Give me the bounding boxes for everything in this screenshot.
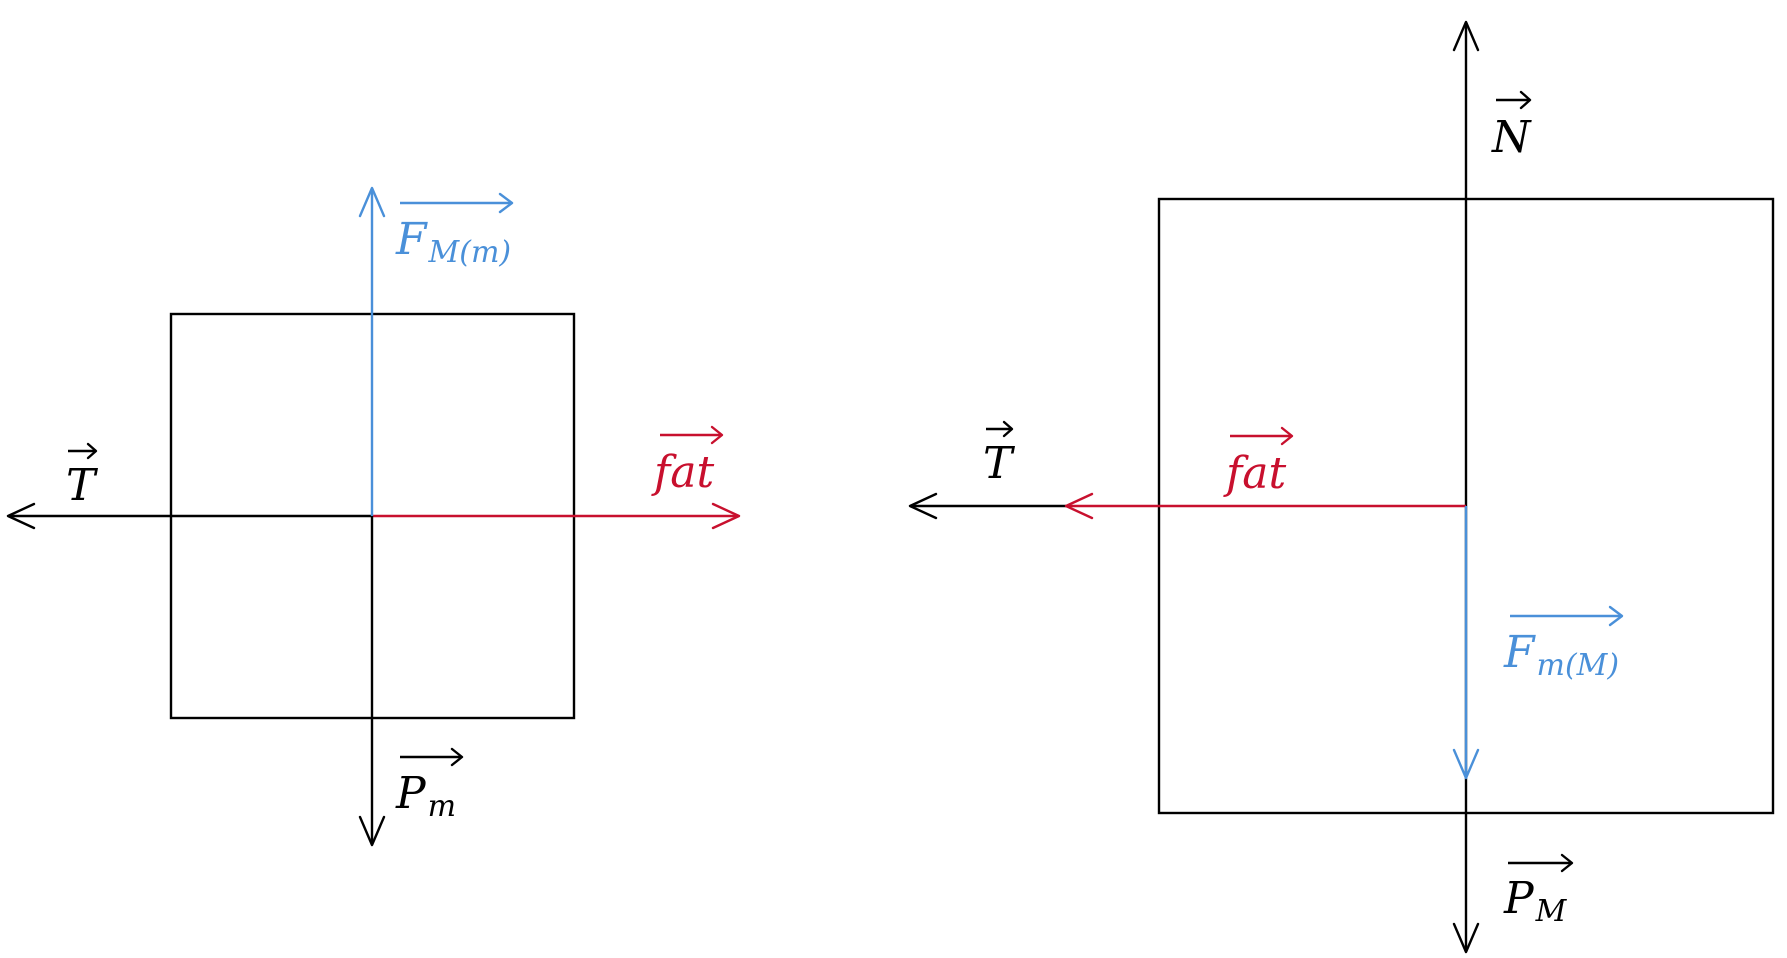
right-friction-label: fat	[1223, 426, 1294, 499]
right-normal-force-arrow	[1452, 506, 1480, 780]
left-normal-force-label: FM(m)	[395, 192, 514, 270]
left-normal-force-arrow	[358, 186, 386, 516]
left-friction-label: fat	[651, 425, 724, 498]
left-body-diagram: T FM(m) fat Pm	[6, 186, 741, 847]
right-tension-text: T	[983, 438, 1016, 489]
right-normal-force-label: Fm(M)	[1503, 605, 1624, 683]
right-normal-label: N	[1491, 90, 1532, 163]
right-body-diagram: N T fat Fm(M) PM	[908, 20, 1775, 954]
left-weight-arrow	[358, 516, 386, 847]
right-tension-arrow	[908, 492, 1066, 520]
left-weight-text: Pm	[395, 768, 456, 824]
left-friction-arrow	[372, 502, 741, 530]
right-normal-force-text: Fm(M)	[1503, 627, 1619, 683]
right-weight-text: PM	[1503, 873, 1568, 929]
left-normal-force-text: FM(m)	[395, 214, 511, 270]
right-friction-text: fat	[1223, 448, 1287, 499]
right-normal-arrow	[1452, 20, 1480, 506]
left-tension-text: T	[66, 460, 99, 511]
left-tension-label: T	[66, 442, 99, 511]
left-tension-arrow	[6, 502, 372, 530]
left-friction-text: fat	[651, 447, 715, 498]
left-weight-label: Pm	[395, 747, 464, 824]
right-normal-text: N	[1491, 112, 1532, 163]
right-friction-arrow	[1064, 492, 1466, 520]
right-weight-label: PM	[1503, 853, 1574, 929]
right-tension-label: T	[983, 420, 1016, 489]
